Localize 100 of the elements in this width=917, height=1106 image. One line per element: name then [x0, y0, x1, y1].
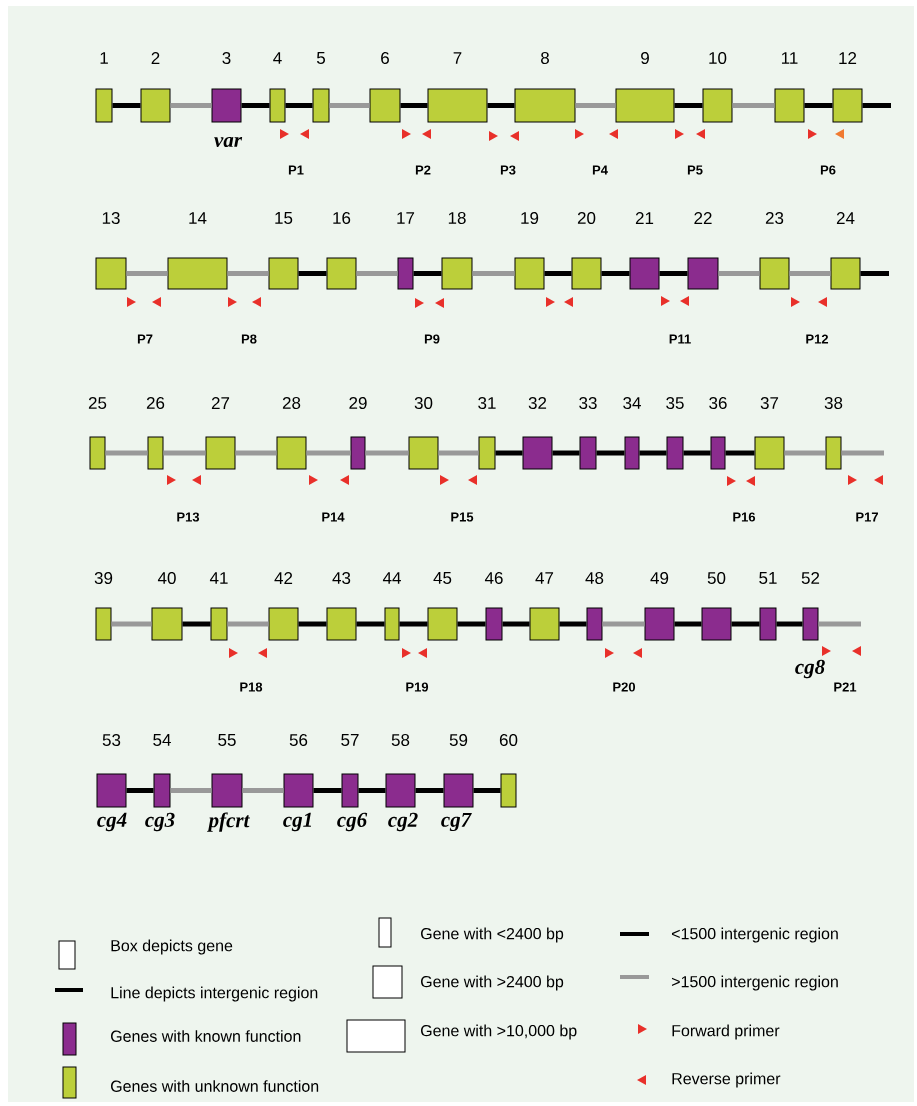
intergenic-line [784, 450, 826, 456]
intergenic-line [356, 271, 398, 276]
intergenic-line [559, 621, 587, 627]
legend-text: Box depicts gene [111, 939, 233, 955]
intergenic-line [602, 621, 645, 627]
gene-number: 13 [102, 212, 120, 225]
gene-number: 16 [333, 212, 351, 225]
primer-label: P3 [500, 165, 516, 175]
intergenic-line [725, 450, 755, 456]
gene-number: 7 [453, 52, 462, 64]
gene-name: cg7 [441, 812, 472, 832]
primer-label: P5 [687, 165, 703, 175]
legend-text: Gene with >2400 bp [421, 975, 564, 991]
legend-text: Reverse primer [672, 1072, 781, 1088]
intergenic-line [718, 271, 760, 276]
gene-number: 10 [709, 52, 727, 65]
gene-name: var [214, 136, 243, 148]
intergenic-line [285, 103, 313, 108]
intergenic-line [170, 103, 212, 108]
gene-number: 49 [650, 572, 669, 585]
gene-number: 47 [535, 572, 554, 584]
intergenic-line [227, 621, 269, 627]
gene-number: 39 [94, 572, 113, 585]
intergenic-line [313, 788, 342, 793]
gene-number: 17 [397, 212, 415, 224]
gene-number: 51 [759, 572, 777, 584]
intergenic-line [298, 271, 327, 276]
gene-number: 26 [146, 397, 165, 410]
intergenic-line [776, 621, 803, 627]
intergenic-line [112, 103, 141, 108]
legend-text: >1500 intergenic region [672, 975, 838, 991]
gene-number: 50 [707, 572, 726, 585]
primer-label: P19 [406, 682, 429, 692]
intergenic-line [365, 450, 409, 456]
gene-number: 43 [332, 572, 351, 585]
gene-number: 14 [189, 212, 207, 224]
primer-label: P16 [733, 512, 756, 522]
intergenic-line [495, 450, 523, 456]
intergenic-line [659, 271, 688, 276]
primer-label: P7 [137, 334, 153, 344]
intergenic-line [473, 788, 501, 793]
gene-number: 21 [635, 212, 654, 224]
gene-number: 54 [153, 734, 171, 746]
primer-label: P14 [322, 512, 345, 522]
gene-name: cg8 [795, 659, 825, 679]
intergenic-line [732, 103, 775, 108]
intergenic-line [683, 450, 711, 456]
intergenic-line [399, 621, 428, 627]
gene-name: cg4 [97, 812, 127, 832]
gene-number: 40 [157, 572, 176, 585]
gene-number: 34 [623, 397, 641, 410]
primer-label: P11 [669, 334, 691, 344]
gene-name: cg3 [145, 812, 175, 832]
legend-text: Genes with unknown function [111, 1080, 319, 1092]
gene-number: 57 [341, 734, 359, 746]
gene-number: 29 [349, 397, 367, 410]
gene-number: 45 [433, 572, 452, 584]
primer-label: P18 [240, 682, 263, 692]
intergenic-line [235, 450, 277, 456]
gene-number: 18 [448, 212, 466, 225]
intergenic-line [544, 271, 572, 276]
intergenic-line [413, 271, 442, 276]
gene-number: 12 [839, 52, 857, 64]
primer-label: P13 [177, 512, 200, 522]
gene-number: 60 [499, 734, 518, 747]
intergenic-line [841, 450, 884, 456]
gene-number: 27 [211, 397, 230, 409]
intergenic-line [415, 788, 444, 793]
intergenic-line [111, 621, 152, 627]
intergenic-line [552, 450, 580, 456]
gene-number: 28 [282, 397, 301, 410]
gene-number: 59 [449, 734, 468, 747]
intergenic-line [438, 450, 479, 456]
intergenic-line [126, 271, 168, 276]
gene-number: 58 [391, 734, 410, 747]
gene-number: 55 [218, 734, 236, 746]
gene-number: 1 [100, 52, 108, 64]
intergenic-line [487, 103, 515, 108]
gene-number: 2 [151, 52, 160, 64]
gene-name: cg2 [388, 812, 418, 832]
legend-text: Line depicts intergenic region [111, 986, 318, 1002]
gene-number: 53 [102, 734, 121, 747]
intergenic-line [358, 788, 386, 793]
legend-text: Forward primer [672, 1024, 780, 1040]
primer-label: P21 [834, 682, 857, 692]
gene-number: 15 [275, 212, 293, 224]
gene-name: cg1 [283, 812, 312, 832]
gene-number: 35 [666, 397, 684, 410]
gene-number: 23 [765, 212, 784, 225]
intergenic-line [674, 103, 703, 108]
primer-label: P6 [820, 165, 836, 175]
intergenic-line [789, 271, 831, 276]
intergenic-line [601, 271, 630, 276]
intergenic-line [457, 621, 486, 627]
intergenic-line [596, 450, 625, 456]
gene-number: 6 [381, 52, 389, 65]
gene-number: 33 [579, 397, 597, 410]
gene-name: cg6 [337, 812, 368, 832]
gene-number: 4 [273, 52, 282, 64]
intergenic-line [356, 621, 385, 627]
